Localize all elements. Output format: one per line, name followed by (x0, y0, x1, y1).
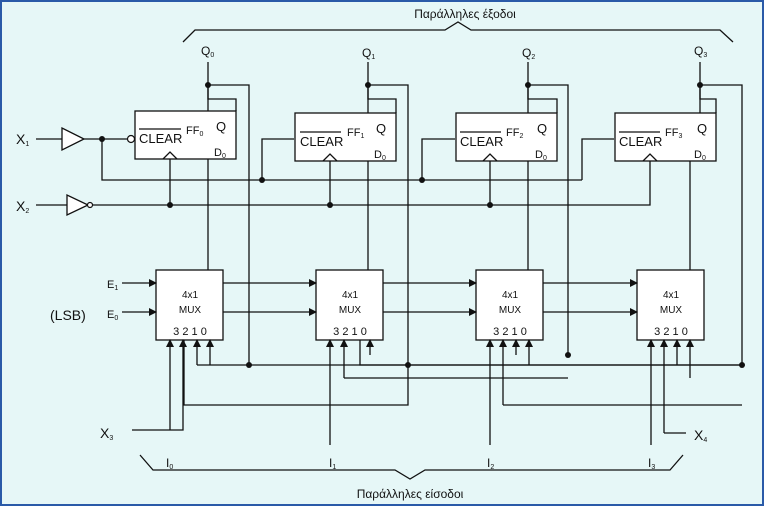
svg-text:MUX: MUX (339, 305, 362, 316)
output-q1-label: Q1 (362, 46, 375, 61)
output-q3-label: Q3 (694, 44, 707, 59)
svg-text:MUX: MUX (499, 305, 522, 316)
svg-text:4x1: 4x1 (342, 290, 359, 301)
input-i3-label: I3 (648, 456, 655, 471)
svg-text:FF0: FF0 (186, 125, 203, 138)
x4-label: X4 (694, 427, 707, 444)
svg-text:D0: D0 (694, 149, 706, 162)
svg-text:Q: Q (216, 119, 226, 134)
svg-text:MUX: MUX (660, 305, 683, 316)
x3-label: X3 (100, 425, 113, 442)
output-q2-label: Q2 (522, 46, 535, 61)
svg-text:CLEAR: CLEAR (139, 131, 182, 146)
input-i1-label: I1 (329, 456, 336, 471)
svg-text:4x1: 4x1 (663, 290, 680, 301)
svg-text:Q: Q (697, 121, 707, 136)
svg-text:FF3: FF3 (665, 127, 682, 140)
svg-text:4x1: 4x1 (502, 290, 519, 301)
flip-flop-3: CLEAR FF3 Q D0 (614, 112, 717, 162)
mux-2: 4x1 MUX 3 2 1 0 (475, 269, 544, 341)
parallel-outputs-title: Παράλληλες έξοδοι (414, 7, 516, 21)
flip-flop-1: CLEAR FF1 Q D0 (294, 112, 397, 162)
svg-text:D0: D0 (535, 149, 547, 162)
svg-text:MUX: MUX (179, 305, 202, 316)
junction-dots (99, 82, 745, 368)
svg-text:3 2 1 0: 3 2 1 0 (654, 326, 688, 338)
lsb-label: (LSB) (50, 307, 86, 323)
inputs-brace (139, 454, 684, 480)
output-q0-label: Q0 (201, 44, 214, 59)
mux-1: 4x1 MUX 3 2 1 0 (315, 269, 384, 341)
x1-label: X1 (16, 131, 29, 148)
parallel-inputs-title: Παράλληλες είσοδοι (357, 487, 464, 501)
svg-text:4x1: 4x1 (182, 290, 199, 301)
svg-text:CLEAR: CLEAR (460, 134, 503, 149)
svg-text:3 2 1 0: 3 2 1 0 (493, 326, 527, 338)
outputs-brace (182, 21, 734, 43)
input-i2-label: I2 (487, 456, 494, 471)
flip-flop-0: CLEAR FF0 Q D0 (126, 110, 237, 160)
x2-label: X2 (16, 198, 29, 215)
x2-inverter-bubble (86, 201, 94, 209)
mux-3: 4x1 MUX 3 2 1 0 (636, 269, 705, 341)
svg-text:D0: D0 (374, 149, 386, 162)
svg-text:CLEAR: CLEAR (300, 134, 343, 149)
mux-0: 4x1 MUX 3 2 1 0 (155, 269, 224, 341)
svg-text:D0: D0 (214, 147, 226, 160)
svg-text:FF2: FF2 (506, 127, 523, 140)
svg-text:3 2 1 0: 3 2 1 0 (333, 326, 367, 338)
svg-text:Q: Q (537, 121, 547, 136)
svg-text:Q: Q (376, 121, 386, 136)
e1-label: E1 (107, 279, 118, 292)
flip-flop-2: CLEAR FF2 Q D0 (455, 112, 558, 162)
e0-label: E0 (107, 309, 118, 322)
svg-text:3 2 1 0: 3 2 1 0 (173, 326, 207, 338)
svg-text:FF1: FF1 (347, 127, 364, 140)
input-i0-label: I0 (166, 456, 173, 471)
svg-text:CLEAR: CLEAR (619, 134, 662, 149)
